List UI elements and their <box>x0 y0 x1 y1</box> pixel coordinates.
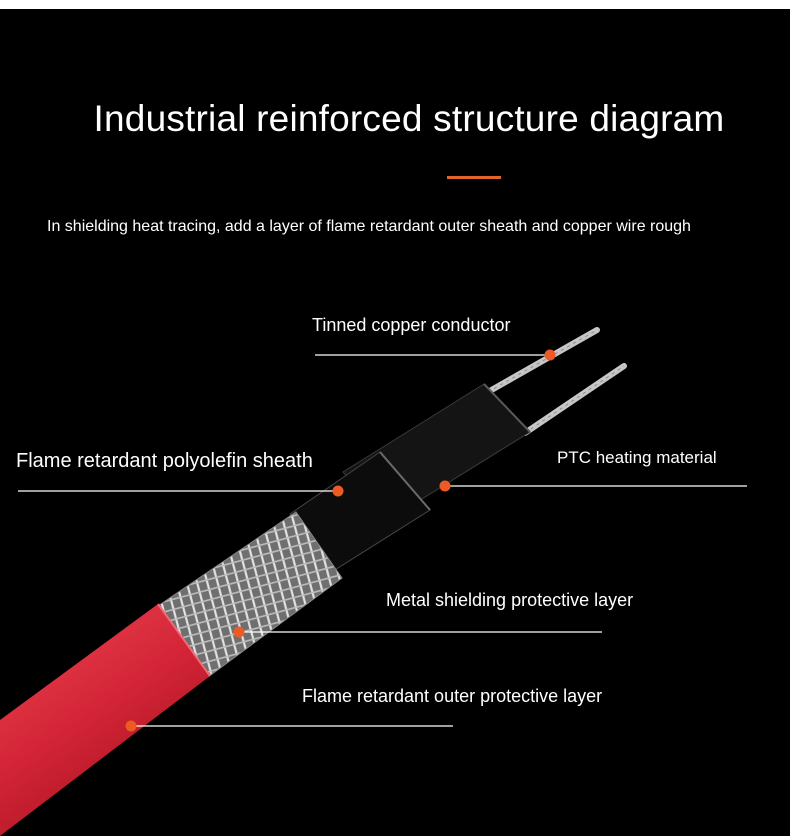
marker-metal <box>233 626 245 638</box>
page-title: Industrial reinforced structure diagram <box>93 98 725 139</box>
copper-conductor-wires <box>485 327 627 436</box>
callout-leaders <box>18 349 747 732</box>
title-accent-bar <box>447 176 501 179</box>
outer-jacket-segment <box>0 604 210 836</box>
marker-conductor <box>544 349 556 361</box>
label-outer-protective-layer: Flame retardant outer protective layer <box>302 686 603 706</box>
marker-sheath <box>332 485 344 497</box>
top-border <box>0 0 790 9</box>
label-metal-shielding-layer: Metal shielding protective layer <box>386 590 634 610</box>
label-tinned-copper-conductor: Tinned copper conductor <box>312 315 511 335</box>
label-ptc-heating-material: PTC heating material <box>557 448 717 467</box>
marker-ptc <box>439 480 451 492</box>
page-subtitle: In shielding heat tracing, add a layer o… <box>47 218 691 235</box>
marker-outer <box>125 720 137 732</box>
label-polyolefin-sheath: Flame retardant polyolefin sheath <box>16 450 313 472</box>
